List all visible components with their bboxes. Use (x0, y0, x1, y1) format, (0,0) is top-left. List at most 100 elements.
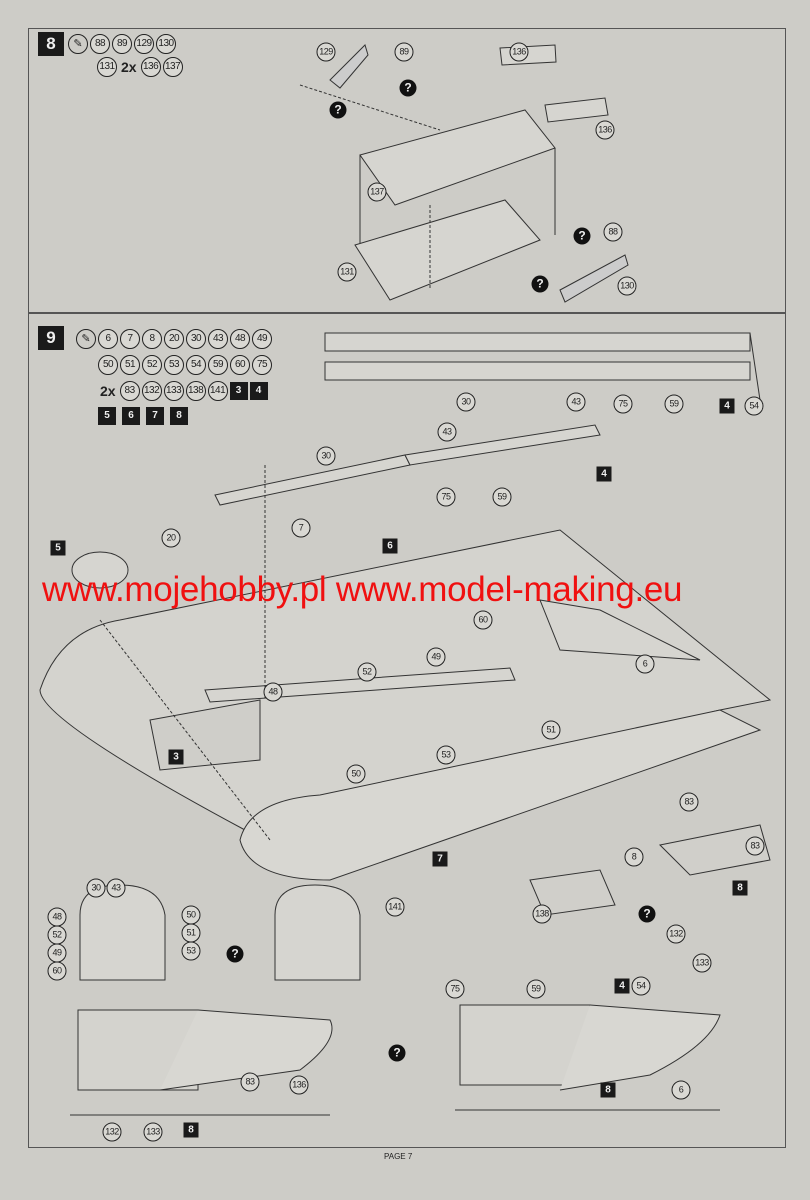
part-callout: 136 (595, 120, 615, 140)
part-callout: 53 (436, 745, 456, 765)
step8-bay-drawing (299, 44, 629, 303)
part-callout: 136 (140, 57, 161, 77)
part-callout: 43 (208, 329, 228, 349)
step9-parts-row2: 50 51 52 53 54 59 60 75 (98, 355, 272, 375)
part-callout: 59 (526, 979, 546, 999)
glue-tube-icon: ✎ (68, 34, 88, 54)
part-callout: 137 (162, 57, 183, 77)
part-callout: 83 (240, 1072, 260, 1092)
multiplier: 2x (100, 383, 116, 399)
part-callout: 129 (134, 34, 154, 54)
part-callout: 75 (252, 355, 272, 375)
subassembly-box: 8 (183, 1122, 199, 1138)
part-callout: 20 (164, 329, 184, 349)
part-callout: 60 (230, 355, 250, 375)
part-callout: 130 (156, 34, 176, 54)
subassembly-box: 4 (249, 382, 268, 400)
part-callout: 48 (47, 907, 67, 927)
part-callout: 50 (98, 355, 118, 375)
part-callout: 43 (437, 422, 457, 442)
multiplier: 2x (121, 59, 137, 75)
part-callout: 54 (186, 355, 206, 375)
part-callout: 132 (141, 381, 162, 401)
part-callout: 8 (142, 329, 162, 349)
part-callout: 132 (102, 1122, 122, 1142)
part-callout: 7 (120, 329, 140, 349)
subassembly-box: 4 (719, 398, 735, 414)
bottom-detail-views (70, 1004, 721, 1116)
part-callout: 52 (357, 662, 377, 682)
subassembly-box: 7 (432, 851, 448, 867)
instruction-page-border (28, 28, 786, 1148)
question-mark-icon: ? (638, 905, 656, 923)
part-callout: 60 (47, 961, 67, 981)
watermark-text: www.mojehobby.pl www.model-making.eu (42, 570, 683, 609)
subassembly-box: 7 (146, 407, 164, 425)
part-callout: 89 (394, 42, 414, 62)
part-callout: 50 (181, 905, 201, 925)
subassembly-box: 8 (170, 407, 188, 425)
part-callout: 52 (142, 355, 162, 375)
part-callout: 59 (664, 394, 684, 414)
part-callout: 131 (337, 262, 357, 282)
question-mark-icon: ? (388, 1044, 406, 1062)
question-mark-icon: ? (573, 227, 591, 245)
step9-parts-row1: 6 7 8 20 30 43 48 49 (98, 329, 272, 349)
part-callout: 138 (185, 381, 206, 401)
part-callout: 89 (112, 34, 132, 54)
step9-sidewall-drawing (324, 332, 761, 401)
step-8-badge: 8 (38, 32, 64, 56)
part-callout: 48 (263, 682, 283, 702)
subassembly-box: 8 (732, 880, 748, 896)
part-callout: 137 (367, 182, 387, 202)
part-callout: 88 (603, 222, 623, 242)
part-callout: 51 (181, 923, 201, 943)
part-callout: 136 (289, 1075, 309, 1095)
page-number: PAGE 7 (384, 1152, 413, 1161)
part-callout: 133 (163, 381, 184, 401)
part-callout: 130 (617, 276, 637, 296)
part-callout: 54 (744, 396, 764, 416)
subassembly-box: 8 (600, 1082, 616, 1098)
part-callout: 49 (47, 943, 67, 963)
part-callout: 136 (509, 42, 529, 62)
step9-fuselage-drawing (39, 424, 772, 916)
subassembly-box: 5 (98, 407, 116, 425)
part-callout: 49 (426, 647, 446, 667)
part-callout: 88 (90, 34, 110, 54)
step-9-badge: 9 (38, 326, 64, 350)
part-callout: 49 (252, 329, 272, 349)
part-callout: 75 (445, 979, 465, 999)
subassembly-box: 3 (168, 749, 184, 765)
part-callout: 6 (671, 1080, 691, 1100)
step8-parts-row1: 88 89 129 130 (90, 34, 176, 54)
part-callout: 138 (532, 904, 552, 924)
part-callout: 52 (47, 925, 67, 945)
subassembly-box: 6 (382, 538, 398, 554)
part-callout: 20 (161, 528, 181, 548)
part-callout: 83 (679, 792, 699, 812)
part-callout: 8 (624, 847, 644, 867)
step9-parts-row4: 5 6 7 8 (98, 407, 188, 425)
part-callout: 75 (436, 487, 456, 507)
subassembly-box: 5 (50, 540, 66, 556)
question-mark-icon: ? (531, 275, 549, 293)
part-callout: 51 (541, 720, 561, 740)
part-callout: 133 (692, 953, 712, 973)
part-callout: 141 (385, 897, 405, 917)
part-callout: 51 (120, 355, 140, 375)
step-divider (28, 312, 786, 314)
part-callout: 53 (181, 941, 201, 961)
part-callout: 53 (164, 355, 184, 375)
part-callout: 129 (316, 42, 336, 62)
part-callout: 43 (106, 878, 126, 898)
step9-parts-row3: 2x 83 132 133 138 141 3 4 (98, 381, 268, 401)
subassembly-box: 4 (614, 978, 630, 994)
part-callout: 60 (473, 610, 493, 630)
part-callout: 30 (186, 329, 206, 349)
part-callout: 30 (456, 392, 476, 412)
subassembly-box: 4 (596, 466, 612, 482)
part-callout: 7 (291, 518, 311, 538)
part-callout: 30 (86, 878, 106, 898)
